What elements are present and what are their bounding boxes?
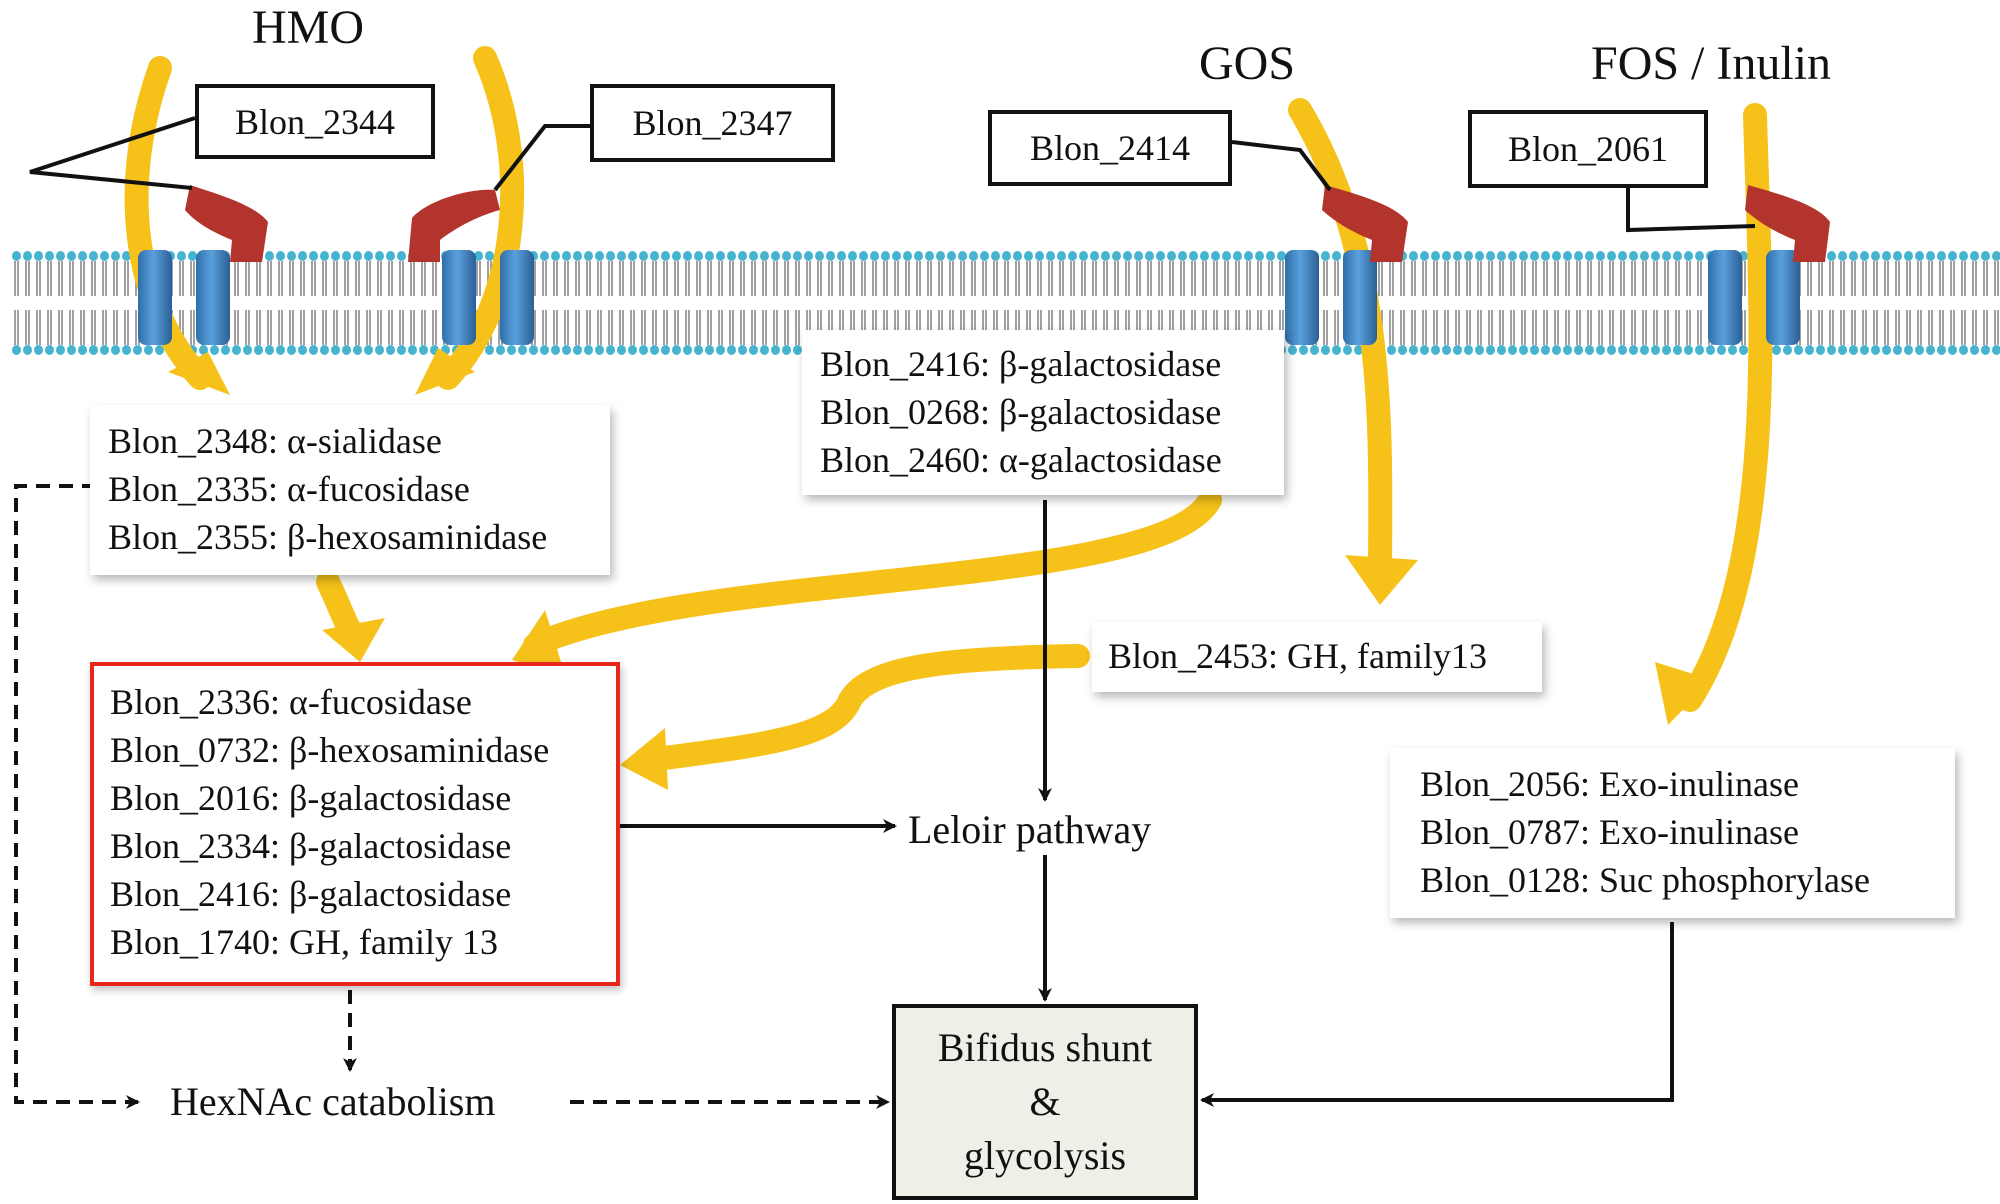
blon-2414-leader <box>1231 140 1332 192</box>
intracellular-enzyme-line: Blon_2336: α-fucosidase <box>110 682 472 722</box>
blon-2061-leader <box>1626 188 1756 233</box>
flow-arrowheads <box>168 348 1712 790</box>
hmo-flow-arrow-left <box>124 56 212 390</box>
leloir-pathway-label: Leloir pathway <box>908 807 1152 852</box>
gos-enzyme-line: Blon_0268: β-galactosidase <box>820 392 1222 432</box>
shunt-line: Bifidus shunt <box>937 1025 1153 1070</box>
intracellular-enzyme-line: Blon_2334: β-galactosidase <box>110 826 512 866</box>
hexnac-catabolism-label: HexNAc catabolism <box>170 1079 496 1124</box>
gh13-enzyme-line: Blon_2453: GH, family13 <box>1108 636 1487 676</box>
hmo-title: HMO <box>252 1 365 54</box>
hmo-transporter-1-channel-a <box>138 250 172 345</box>
bifidus-shunt-box: Bifidus shunt & glycolysis <box>892 1004 1198 1200</box>
fos-enzyme-line: Blon_0128: Suc phosphorylase <box>1420 860 1870 900</box>
fos-inulin-title: FOS / Inulin <box>1591 37 1832 90</box>
gos-enzyme-line: Blon_2416: β-galactosidase <box>820 344 1222 384</box>
gh13-enzyme-box: Blon_2453: GH, family13 <box>1092 622 1542 692</box>
blon-2347-leader <box>493 124 590 192</box>
gos-transporter-channel-b <box>1343 250 1377 345</box>
blon-2344-leader <box>29 116 196 190</box>
pathway-arrows <box>14 484 1674 1109</box>
intracellular-enzyme-line: Blon_1740: GH, family 13 <box>110 922 498 962</box>
intracellular-enzyme-line: Blon_0732: β-hexosaminidase <box>110 730 550 770</box>
hmo-enzyme-line: Blon_2355: β-hexosaminidase <box>108 517 548 557</box>
fos-enzyme-box: Blon_2056: Exo-inulinase Blon_0787: Exo-… <box>1390 748 1955 918</box>
blon-2414-binding-protein <box>1322 185 1408 262</box>
hmo-transporter-2-channel-b <box>500 250 534 345</box>
blon-2414-label: Blon_2414 <box>988 110 1232 186</box>
hmo-transporter-2-channel-a <box>442 250 476 345</box>
blon-2344-binding-protein <box>185 185 268 262</box>
fos-transporter-channel-a <box>1708 250 1742 345</box>
transporters <box>138 185 1830 345</box>
gos-enzyme-line: Blon_2460: α-galactosidase <box>820 440 1222 480</box>
shunt-line: glycolysis <box>963 1133 1127 1178</box>
fos-to-shunt-arrow <box>1200 922 1674 1107</box>
hmo-enzyme-box: Blon_2348: α-sialidase Blon_2335: α-fuco… <box>90 405 610 575</box>
gos-transporter-channel-a <box>1285 250 1319 345</box>
shunt-line: & <box>1029 1079 1061 1124</box>
hmo-transporter-1-channel-b <box>196 250 230 345</box>
hmo-enzyme-line: Blon_2335: α-fucosidase <box>108 469 470 509</box>
fos-enzyme-line: Blon_2056: Exo-inulinase <box>1420 764 1799 804</box>
blon-2347-binding-protein <box>408 189 500 262</box>
gh13-to-red-arrow <box>638 644 1090 772</box>
gos-title: GOS <box>1199 37 1296 90</box>
fos-enzyme-line: Blon_0787: Exo-inulinase <box>1420 812 1799 852</box>
fos-transporter-channel-b <box>1766 250 1800 345</box>
blon-2061-label: Blon_2061 <box>1468 110 1708 188</box>
label-leader-lines <box>29 116 1756 233</box>
intracellular-enzyme-line: Blon_2416: β-galactosidase <box>110 874 512 914</box>
blon-2344-label: Blon_2344 <box>195 84 435 159</box>
gos-flow-arrow <box>1288 98 1393 590</box>
gos-enzyme-box: Blon_2416: β-galactosidase Blon_0268: β-… <box>802 330 1284 495</box>
gos-to-red-arrow <box>523 488 1222 657</box>
intracellular-enzyme-line: Blon_2016: β-galactosidase <box>110 778 512 818</box>
intracellular-enzyme-box: Blon_2336: α-fucosidase Blon_0732: β-hex… <box>90 662 620 986</box>
blon-2061-binding-protein <box>1745 185 1830 262</box>
hmo-flow-arrow-right <box>436 46 525 390</box>
blon-2347-label: Blon_2347 <box>590 84 835 162</box>
hmo-enzyme-line: Blon_2348: α-sialidase <box>108 421 442 461</box>
